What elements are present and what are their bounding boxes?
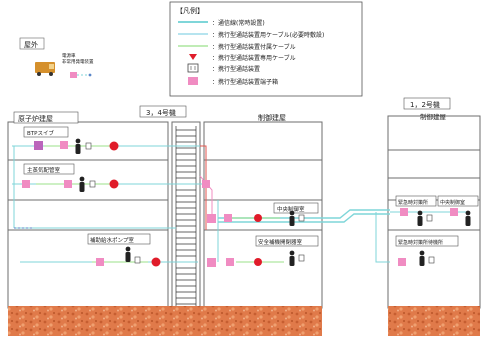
person-icon-1 — [75, 138, 81, 154]
power-vehicle-icon — [35, 62, 55, 76]
outdoor-area: 屋外 電源車 非常用発電装置 — [19, 37, 94, 78]
terminal-box-stairs-2 — [207, 214, 216, 223]
terminal-box-2 — [22, 180, 30, 188]
dedicated-cable-marker-3 — [151, 257, 161, 267]
vehicle-label-1: 電源車 — [62, 52, 76, 59]
device-handset-1 — [85, 142, 92, 150]
device-1 — [34, 141, 43, 150]
room-label-5: 安全補機開閉器室 — [258, 238, 303, 246]
person-icon-6 — [417, 210, 423, 226]
terminal-box-1 — [60, 141, 68, 149]
terminal-box-2b — [64, 180, 72, 188]
legend: 【凡例】 ：通信線(常時設置) ：携行型通話装置用ケーブル(必要時敷設) ：携行… — [169, 1, 363, 97]
terminal-box-control-2 — [226, 258, 234, 266]
room-label-1: BTPスイブ — [27, 129, 54, 137]
unit34-label: 3，4号機 — [146, 108, 176, 117]
device-handset-4 — [298, 214, 305, 222]
comm-line-unit12-vertical — [375, 212, 390, 263]
device-handset-3 — [134, 256, 141, 264]
equipment — [22, 138, 471, 267]
outdoor-label-box — [19, 37, 45, 50]
reactor-building-outline — [7, 121, 169, 309]
dedicated-cable-marker-4 — [254, 214, 262, 222]
dedicated-cable-marker-2 — [109, 179, 119, 189]
outdoor-cable-end — [88, 73, 92, 77]
u12-room-label-1: 緊急時対策所 — [398, 199, 428, 206]
legend-label-dedicated-cable: ：携行型通話装置専用ケーブル — [212, 54, 296, 62]
legend-label-comm-line: ：通信線(常時設置) — [212, 19, 265, 27]
unit12-label: 1，2号機 — [410, 100, 440, 109]
reactor-building-label-box — [13, 111, 79, 124]
legend-symbol-dedicated-cable — [189, 54, 197, 60]
legend-label-attached-cable: ：携行型通話装置付属ケーブル — [212, 43, 296, 51]
u12-room-label-2: 中央制御室 — [440, 199, 465, 206]
terminal-box-u12-2 — [450, 208, 458, 216]
person-icon-7 — [465, 210, 471, 226]
room-label-3: 補助給水ポンプ室 — [90, 236, 134, 244]
person-icon-5 — [289, 250, 295, 266]
device-handset-6 — [426, 214, 433, 222]
person-icon-3 — [125, 246, 131, 262]
terminal-box-stairs-3 — [207, 258, 216, 267]
legend-box — [169, 1, 363, 97]
ground-left — [8, 306, 322, 336]
control-building-label: 制御建屋 — [258, 113, 286, 122]
portable-cable-riser — [200, 145, 207, 230]
terminal-box-u12-3 — [398, 258, 406, 266]
room-label-4: 中央制御室 — [277, 205, 305, 213]
legend-title: 【凡例】 — [176, 6, 204, 15]
ground-right — [388, 306, 480, 336]
legend-label-portable-cable: ：携行型通話装置用ケーブル(必要時敷設) — [212, 31, 324, 39]
terminal-box-3 — [96, 258, 104, 266]
dedicated-cable-marker-1 — [109, 141, 119, 151]
comm-line-to-unit12-b — [218, 213, 390, 223]
reactor-building-label: 原子炉建屋 — [18, 114, 53, 123]
unit12-control-label: 制御建屋 — [420, 112, 447, 121]
u12-room-label-3: 緊急時対策所待機所 — [398, 239, 443, 246]
legend-symbol-device-icon — [187, 63, 199, 73]
device-handset-5 — [298, 254, 305, 262]
outdoor-label: 屋外 — [24, 40, 38, 49]
legend-symbol-terminal-box — [188, 77, 198, 85]
outdoor-terminal-box — [70, 72, 77, 78]
terminal-box-u12-1 — [400, 208, 408, 216]
terminal-box-stairs-1 — [202, 180, 210, 188]
person-icon-4 — [289, 210, 295, 226]
unit34-label-box — [139, 105, 187, 118]
legend-label-device: ：携行型通話装置 — [212, 65, 260, 73]
person-icon-2 — [79, 176, 85, 192]
device-handset-7 — [428, 256, 435, 264]
person-icon-8 — [419, 250, 425, 266]
vehicle-label-2: 非常用発電装置 — [62, 58, 94, 65]
dedicated-cable-marker-5 — [254, 258, 262, 266]
legend-label-terminal-box: ：携行型通話装置端子箱 — [212, 78, 278, 86]
unit12-label-box — [403, 97, 451, 110]
room-labels: BTPスイブ 主蒸気配管室 補助給水ポンプ室 中央制御室 安全補機開閉器室 緊急… — [23, 126, 479, 247]
room-label-2: 主蒸気配管室 — [27, 166, 61, 174]
terminal-box-control-1 — [224, 214, 232, 222]
staircase-steps — [175, 126, 197, 306]
device-handset-2 — [89, 180, 96, 188]
